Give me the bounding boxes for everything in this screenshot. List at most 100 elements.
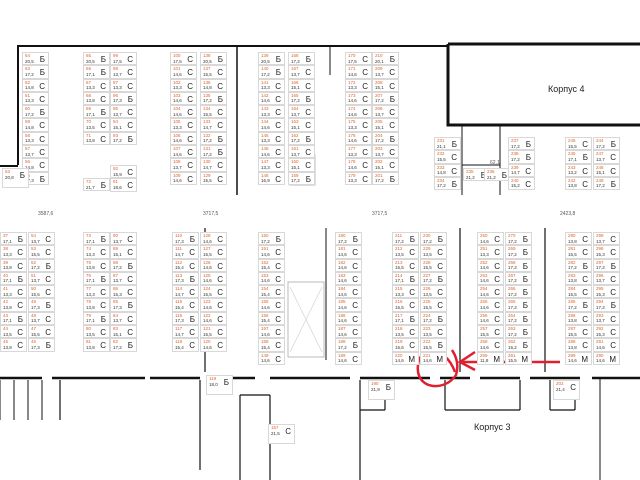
parking-space[interactable]: 23417,2Б	[434, 176, 461, 191]
parking-space[interactable]: 7513,8С	[83, 258, 110, 272]
parking-space[interactable]: 18314,6С	[335, 271, 362, 286]
parking-space[interactable]: 11017,3Б	[172, 232, 199, 246]
parking-space[interactable]: 20313,7С	[372, 145, 399, 159]
parking-space[interactable]: 7917,1Б	[83, 311, 110, 326]
parking-space[interactable]: 6017,2Б	[22, 105, 49, 119]
parking-space[interactable]: 14214,6С	[258, 91, 285, 106]
parking-space[interactable]: 22014,6М	[392, 351, 419, 365]
parking-space[interactable]: 17913,3С	[345, 171, 372, 185]
parking-space[interactable]: 18414,6С	[335, 285, 362, 299]
parking-space[interactable]: 24313,2С	[565, 163, 592, 177]
parking-space[interactable]: 11414,7С	[172, 285, 199, 299]
parking-space[interactable]: 16217,2Б	[288, 131, 315, 146]
parking-space[interactable]: 21915,6С	[392, 338, 419, 352]
parking-space[interactable]: 29613,7С	[593, 271, 620, 286]
parking-space[interactable]: 22515,5С	[420, 298, 447, 312]
parking-space[interactable]: 21020,1Б	[372, 52, 399, 66]
parking-space[interactable]: 11918,0Б	[206, 375, 233, 395]
parking-space[interactable]: 3717,1Б	[0, 232, 27, 246]
parking-space[interactable]: 28613,8С	[565, 311, 592, 326]
parking-space[interactable]: 17314,6С	[345, 91, 372, 106]
parking-space[interactable]: 6617,1Б	[83, 65, 110, 79]
parking-space[interactable]: 23817,2Б	[508, 150, 535, 164]
parking-space[interactable]: 12415,5С	[200, 285, 227, 299]
parking-space[interactable]: 28914,6М	[565, 351, 592, 365]
parking-space[interactable]: 12314,6С	[200, 298, 227, 312]
parking-space[interactable]: 11317,3Б	[172, 271, 199, 286]
parking-space[interactable]: 18017,2Б	[335, 232, 362, 246]
parking-space[interactable]: 26817,2Б	[505, 258, 532, 272]
parking-space[interactable]: 20717,2Б	[372, 91, 399, 106]
parking-space[interactable]: 6917,1Б	[83, 105, 110, 119]
parking-space[interactable]: 15514,6С	[258, 298, 285, 312]
parking-space[interactable]: 6420,5Б	[22, 52, 49, 66]
parking-space[interactable]: 24917,2Б	[593, 176, 620, 191]
parking-space[interactable]: 28415,5С	[565, 285, 592, 299]
parking-space[interactable]: 16113,7С	[288, 145, 315, 159]
parking-space[interactable]: 22613,5С	[420, 285, 447, 299]
parking-space[interactable]: 28115,5С	[565, 245, 592, 259]
parking-space[interactable]: 15721,5С	[268, 424, 295, 444]
parking-space[interactable]: 17614,6С	[345, 131, 372, 146]
parking-space[interactable]: 21315,5С	[392, 258, 419, 272]
parking-space[interactable]: 15017,2Б	[258, 232, 285, 246]
parking-space[interactable]: 23621,2Б	[484, 168, 511, 182]
parking-space[interactable]: 7013,5С	[83, 118, 110, 132]
parking-space[interactable]: 8915,1С	[110, 245, 137, 259]
parking-space[interactable]: 21813,5С	[392, 325, 419, 339]
parking-space[interactable]: 6520,5Б	[83, 52, 110, 66]
parking-space[interactable]: 24815,1С	[593, 163, 620, 177]
parking-space[interactable]: 9713,3С	[110, 78, 137, 92]
parking-space[interactable]: 9317,2Б	[110, 131, 137, 146]
parking-space[interactable]: 14017,2Б	[258, 65, 285, 79]
parking-space[interactable]: 28313,8С	[565, 271, 592, 286]
parking-space[interactable]: 19021,9Б	[368, 380, 395, 400]
parking-space[interactable]: 25014,6С	[477, 232, 504, 246]
parking-space[interactable]: 18614,6С	[335, 311, 362, 326]
parking-space[interactable]: 11114,7С	[172, 245, 199, 259]
parking-space[interactable]: 25414,6С	[477, 285, 504, 299]
parking-space[interactable]: 9513,7С	[110, 105, 137, 119]
parking-space[interactable]: 7221,7Б	[83, 178, 110, 192]
parking-space[interactable]: 7317,1Б	[83, 232, 110, 246]
parking-space[interactable]: 17713,3С	[345, 145, 372, 159]
parking-space[interactable]: 26215,2Б	[505, 338, 532, 352]
parking-space[interactable]: 4317,1Б	[0, 311, 27, 326]
parking-space[interactable]: 16517,2Б	[288, 91, 315, 106]
parking-space[interactable]: 20515,1С	[372, 118, 399, 132]
parking-space[interactable]: 25214,6С	[477, 258, 504, 272]
parking-space[interactable]: 16817,2Б	[288, 52, 315, 66]
parking-space[interactable]: 6317,2Б	[22, 65, 49, 79]
parking-space[interactable]: 14816,9С	[258, 171, 285, 185]
parking-space[interactable]: 17814,6С	[345, 158, 372, 172]
parking-space[interactable]: 4113,3С	[0, 285, 27, 299]
parking-space[interactable]: 20221,4С	[553, 380, 580, 400]
parking-space[interactable]: 8315,1С	[110, 325, 137, 339]
parking-space[interactable]: 10714,6С	[170, 145, 197, 159]
parking-space[interactable]: 14513,3С	[258, 131, 285, 146]
parking-space[interactable]: 15415,4С	[258, 285, 285, 299]
parking-space[interactable]: 9215,9С	[110, 165, 137, 179]
parking-space[interactable]: 14914,6С	[258, 351, 285, 365]
parking-space[interactable]: 8413,7С	[110, 311, 137, 326]
parking-space[interactable]: 29114,6С	[593, 338, 620, 352]
parking-space[interactable]: 24713,7С	[593, 150, 620, 164]
parking-space[interactable]: 22313,5С	[420, 325, 447, 339]
parking-space[interactable]: 15114,6С	[258, 245, 285, 259]
parking-space[interactable]: 18514,6С	[335, 298, 362, 312]
parking-space[interactable]: 28013,8С	[565, 232, 592, 246]
parking-space[interactable]: 28517,2Б	[565, 298, 592, 312]
parking-space[interactable]: 26115,5М	[505, 351, 532, 365]
parking-space[interactable]: 11815,4С	[172, 338, 199, 352]
parking-space[interactable]: 25614,6С	[477, 311, 504, 326]
parking-space[interactable]: 20613,7С	[372, 105, 399, 119]
parking-space[interactable]: 29717,2Б	[593, 258, 620, 272]
parking-space[interactable]: 4513,8С	[0, 338, 27, 352]
parking-space[interactable]: 11515,4С	[172, 298, 199, 312]
parking-space[interactable]: 29417,2Б	[593, 298, 620, 312]
parking-space[interactable]: 29515,3С	[593, 285, 620, 299]
parking-space[interactable]: 16315,1С	[288, 118, 315, 132]
parking-space[interactable]: 10414,6С	[170, 105, 197, 119]
parking-space[interactable]: 7813,8С	[83, 298, 110, 312]
parking-space[interactable]: 13614,8С	[200, 78, 227, 92]
